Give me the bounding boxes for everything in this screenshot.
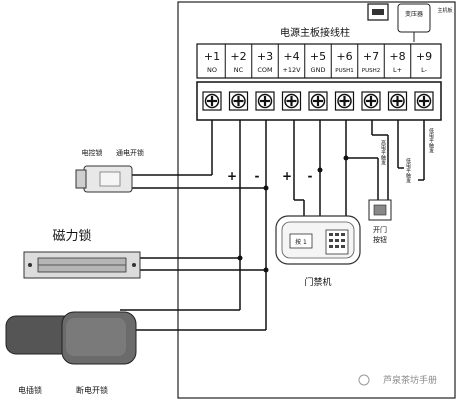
terminal-number: +3 bbox=[257, 50, 273, 63]
terminal-screw-icon bbox=[228, 91, 249, 111]
board-title: 电源主板接线柱 bbox=[280, 26, 350, 39]
terminal-sub-label: +12V bbox=[282, 66, 301, 74]
wires bbox=[120, 120, 425, 331]
terminal-screw-icon bbox=[387, 91, 408, 111]
plus-mark-b: + bbox=[282, 169, 292, 183]
terminal-number: +5 bbox=[310, 50, 326, 63]
lock1-label-a: 电控锁 bbox=[82, 148, 103, 157]
terminal-sub-label: L+ bbox=[393, 66, 402, 74]
exit-button-label-a: 开门 bbox=[373, 225, 387, 234]
access-label: 门禁机 bbox=[304, 276, 331, 288]
maglock-label: 磁力锁 bbox=[52, 228, 91, 244]
access-key-label: 按 1 bbox=[295, 238, 307, 246]
terminal-number: +8 bbox=[389, 50, 405, 63]
elock-label-b: 断电开锁 bbox=[76, 385, 108, 395]
terminal-sub-label: PUSH2 bbox=[362, 68, 380, 74]
terminal-screw-icon bbox=[255, 91, 275, 111]
electric-bolt-lock bbox=[5, 311, 137, 365]
minus-mark-b: - bbox=[308, 169, 313, 183]
switch-icon bbox=[367, 3, 389, 21]
terminal-screws bbox=[202, 91, 434, 111]
electric-control-lock bbox=[75, 165, 133, 193]
lock1-label-b: 通电开锁 bbox=[116, 148, 144, 157]
watermark-text: 芦泉茶坊手册 bbox=[383, 374, 437, 386]
terminal-screw-icon bbox=[414, 91, 434, 111]
terminal-sub-label: COM bbox=[257, 66, 272, 74]
side-label-c: 低电平触发 bbox=[428, 127, 434, 154]
elock-label-a: 电插锁 bbox=[18, 385, 42, 395]
transformer-icon: 变压器 主机板 bbox=[397, 3, 453, 42]
plus-mark-a: + bbox=[227, 169, 237, 183]
mainboard-label: 主机板 bbox=[437, 7, 452, 14]
terminal-number: +6 bbox=[336, 50, 352, 63]
terminal-sub-label: NO bbox=[207, 66, 217, 74]
terminal-screw-icon bbox=[308, 91, 328, 111]
terminal-screw-icon bbox=[281, 91, 302, 111]
keypad-icon bbox=[325, 229, 349, 255]
terminal-number: +9 bbox=[416, 50, 432, 63]
transformer-label: 变压器 bbox=[405, 10, 423, 18]
terminal-screw-icon bbox=[202, 91, 222, 111]
terminal-label-block bbox=[196, 43, 442, 79]
terminal-number: +2 bbox=[230, 50, 246, 63]
terminal-screw-icon bbox=[361, 91, 381, 111]
terminal-screw-icon bbox=[334, 91, 355, 111]
terminal-sub-label: PUSH1 bbox=[335, 68, 353, 74]
exit-button bbox=[368, 199, 392, 221]
side-label-a: 高电平触发 bbox=[380, 139, 386, 166]
watermark: 芦泉茶坊手册 bbox=[358, 374, 437, 386]
access-controller: 按 1 bbox=[275, 215, 361, 265]
minus-mark-a: - bbox=[255, 169, 260, 183]
terminal-sub-label: L- bbox=[421, 66, 428, 74]
terminal-sub-label: GND bbox=[311, 66, 326, 74]
terminal-number: +1 bbox=[204, 50, 220, 63]
terminal-sub-label: NC bbox=[234, 66, 244, 74]
side-label-b: 低电平触发 bbox=[405, 157, 411, 184]
exit-button-label-b: 按钮 bbox=[373, 235, 387, 244]
terminal-number: +7 bbox=[363, 50, 379, 63]
terminal-number: +4 bbox=[283, 50, 299, 63]
magnetic-lock bbox=[23, 251, 141, 279]
